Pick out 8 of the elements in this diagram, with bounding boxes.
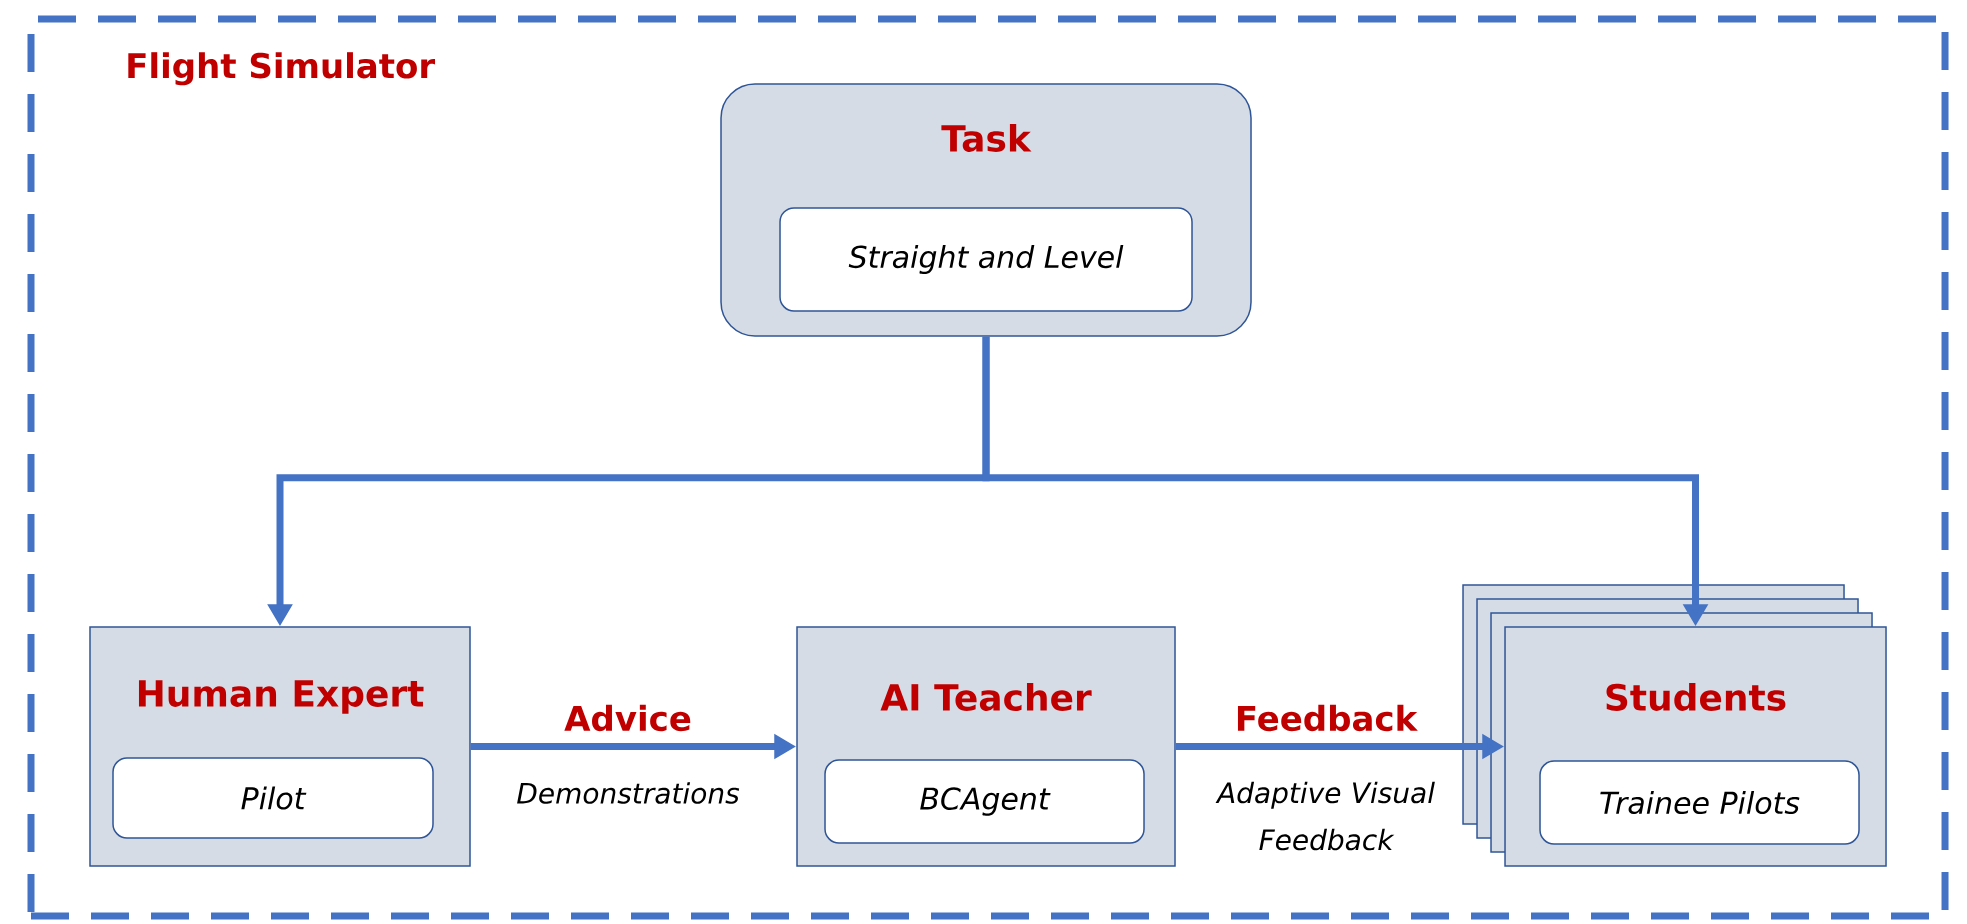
edge-note: Demonstrations — [517, 782, 740, 804]
edge-note: Adaptive Visual Feedback — [1215, 781, 1435, 851]
edge-label: Feedback — [1237, 704, 1418, 732]
inner-box: Trainee Pilots — [1539, 760, 1860, 845]
inner-box: BCAgent — [824, 759, 1145, 844]
inner-box: Pilot — [112, 757, 434, 839]
edge-label: Advice — [564, 704, 691, 732]
inner-box: Straight and Level — [779, 207, 1193, 312]
